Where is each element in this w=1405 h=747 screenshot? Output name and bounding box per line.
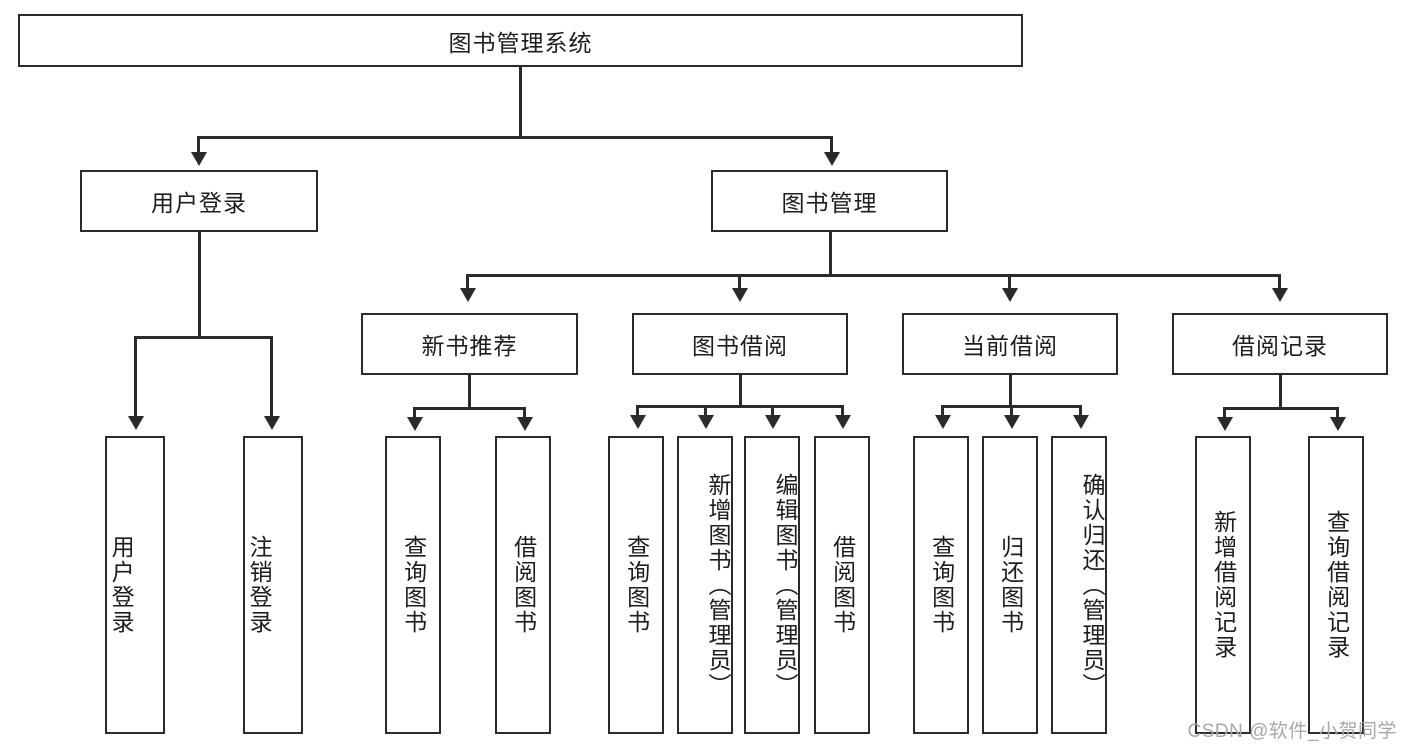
node-label: 借阅记录 [1232,333,1328,359]
node-label: 图书借阅 [692,333,788,359]
connector-current-borrow-drop-2 [1010,405,1013,417]
connector-to-book-management [830,136,833,154]
arrow-borrow-record-leaf-1 [1217,417,1233,431]
connector-to-book-borrow [738,274,741,290]
leaf-query-book-borrow[interactable]: 查询图书 [608,436,664,734]
node-label: 图书管理 [781,190,878,216]
connector-book-management-stem [829,232,832,276]
leaf-borrow-book[interactable]: 借阅图书 [814,436,870,734]
connector-borrow-record-stem [1279,375,1282,409]
connector-book-borrow-drop-2 [704,405,707,417]
connector-current-borrow-drop-1 [941,405,944,417]
node-label: 用户登录 [151,190,247,216]
arrow-book-borrow-leaf-3 [765,415,781,429]
arrow-current-borrow-leaf-3 [1073,415,1089,429]
leaf-logout[interactable]: 注销登录 [243,436,303,734]
arrow-to-user-login [191,152,207,166]
leaf-borrow-book-recommend[interactable]: 借阅图书 [495,436,551,734]
connector-root-bar [197,136,832,139]
connector-current-borrow-stem [1009,375,1012,407]
node-label: 新增借阅记录 [1210,510,1237,660]
node-current-borrow[interactable]: 当前借阅 [902,313,1118,375]
node-label: 查询图书 [400,535,427,635]
connector-book-borrow-drop-3 [771,405,774,417]
connector-book-borrow-drop-4 [841,405,844,417]
connector-to-user-login [197,136,200,154]
arrow-borrow-record-leaf-2 [1330,417,1346,431]
connector-root-stem [519,67,522,138]
connector-new-book-drop-2 [523,407,526,419]
node-label: 查询图书 [623,535,650,635]
connector-book-borrow-stem [739,375,742,407]
connector-new-book-drop-1 [413,407,416,419]
node-label: 注销登录 [246,535,273,635]
leaf-add-borrow-record[interactable]: 新增借阅记录 [1195,436,1251,734]
arrow-new-book-leaf-1 [407,417,423,431]
node-label: 查询图书 [928,535,955,635]
connector-user-login-bar [134,336,272,339]
node-label: 当前借阅 [962,333,1058,359]
leaf-user-login[interactable]: 用户登录 [105,436,165,734]
node-user-login[interactable]: 用户登录 [80,170,318,232]
leaf-query-book-recommend[interactable]: 查询图书 [385,436,441,734]
node-root-book-management-system[interactable]: 图书管理系统 [18,14,1023,67]
node-label: 借阅图书 [829,535,856,635]
node-label: 查询借阅记录 [1323,510,1350,660]
arrow-to-current-borrow [1002,288,1018,302]
arrow-to-new-book [460,288,476,302]
connector-borrow-record-drop-1 [1223,407,1226,419]
node-borrow-record[interactable]: 借阅记录 [1172,313,1388,375]
connector-to-current-borrow [1008,274,1011,290]
node-new-book-recommend[interactable]: 新书推荐 [361,313,578,375]
leaf-edit-book-admin[interactable]: 编辑图书（管理员） [744,436,800,734]
connector-borrow-record-bar [1223,407,1338,410]
connector-book-borrow-drop-1 [636,405,639,417]
node-label: 确认归还（管理员） [1079,472,1105,698]
connector-new-book-stem [468,375,471,409]
leaf-confirm-return-admin[interactable]: 确认归还（管理员） [1051,436,1107,734]
node-label: 新书推荐 [421,333,518,359]
connector-book-management-bar [466,274,1280,277]
leaf-add-book-admin[interactable]: 新增图书（管理员） [677,436,733,734]
connector-user-login-drop-1 [134,336,137,418]
arrow-to-book-borrow [732,288,748,302]
leaf-return-book[interactable]: 归还图书 [982,436,1038,734]
arrow-to-borrow-record [1272,288,1288,302]
arrow-new-book-leaf-2 [517,417,533,431]
connector-current-borrow-drop-3 [1079,405,1082,417]
connector-borrow-record-drop-2 [1336,407,1339,419]
connector-to-borrow-record [1278,274,1281,290]
arrow-book-borrow-leaf-4 [835,415,851,429]
arrow-book-borrow-leaf-2 [698,415,714,429]
node-book-borrow[interactable]: 图书借阅 [632,313,848,375]
connector-new-book-bar [413,407,525,410]
arrow-current-borrow-leaf-1 [935,415,951,429]
leaf-query-book-current[interactable]: 查询图书 [913,436,969,734]
arrow-book-borrow-leaf-1 [630,415,646,429]
node-label: 新增图书（管理员） [705,472,731,698]
leaf-query-borrow-record[interactable]: 查询借阅记录 [1308,436,1364,734]
arrow-user-login-leaf-1 [128,416,144,430]
node-label: 借阅图书 [510,535,537,635]
node-label: 用户登录 [108,535,135,635]
arrow-current-borrow-leaf-2 [1004,415,1020,429]
node-label: 编辑图书（管理员） [772,472,798,698]
arrow-user-login-leaf-2 [264,416,280,430]
connector-book-borrow-bar [636,405,844,408]
node-label: 归还图书 [997,535,1024,635]
connector-to-new-book [466,274,469,290]
node-label: 图书管理系统 [448,29,593,56]
connector-user-login-stem [198,232,201,338]
arrow-to-book-management [824,152,840,166]
connector-user-login-drop-2 [270,336,273,418]
node-book-management[interactable]: 图书管理 [711,170,948,232]
